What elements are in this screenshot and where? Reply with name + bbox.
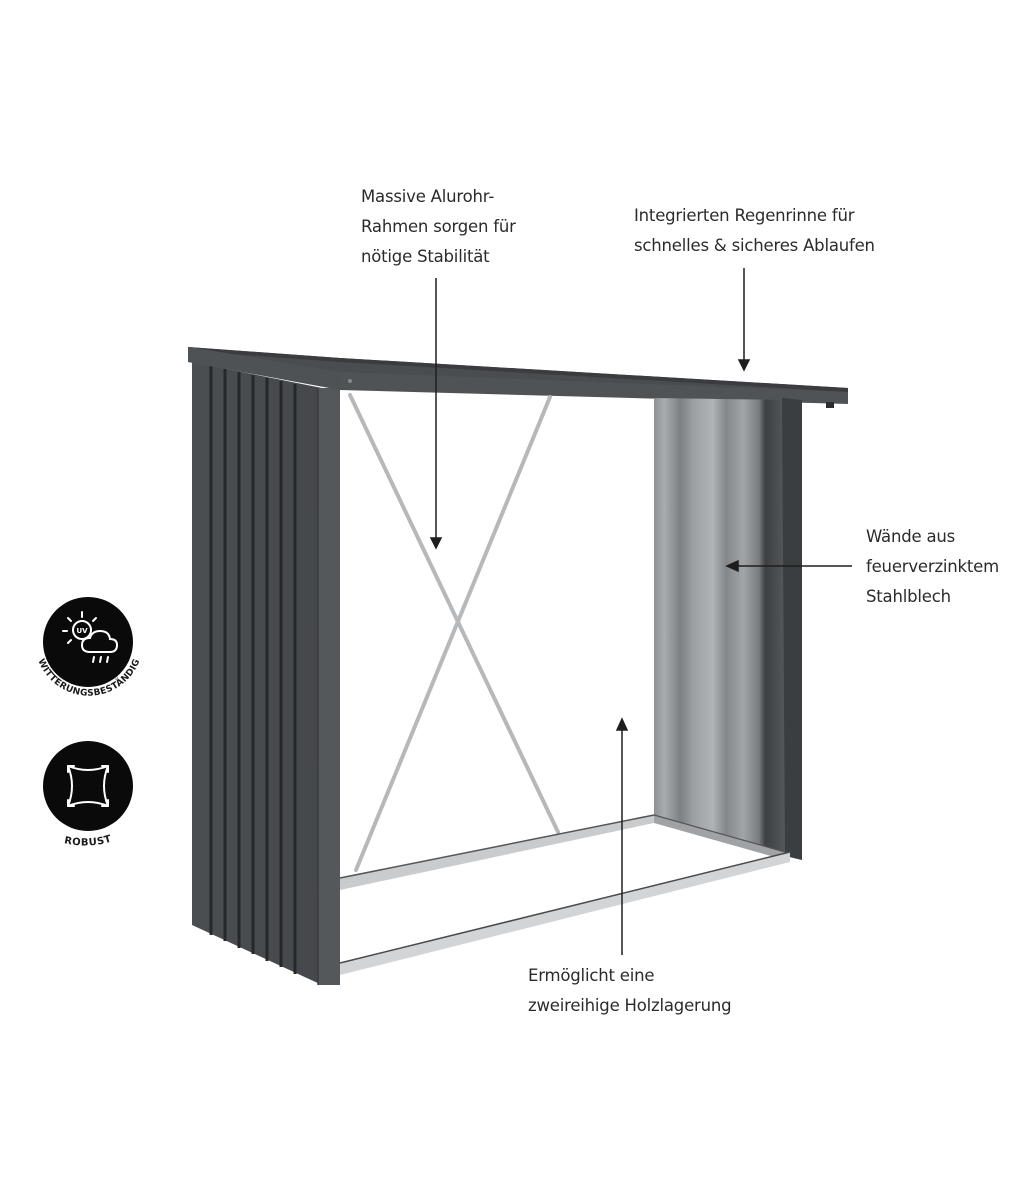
roof (188, 347, 848, 408)
badge-robust-label: ROBUST (63, 834, 112, 849)
walls-arrow-head (725, 559, 739, 573)
callout-gutter: Integrierten Regenrinne für schnelles & … (634, 201, 875, 261)
callout-storage-line-1: Ermöglicht eine (528, 966, 655, 985)
x-brace (348, 393, 560, 872)
callout-walls-line-3: Stahlblech (866, 587, 951, 606)
callout-walls: Wände aus feuerverzinktem Stahlblech (866, 522, 999, 612)
badge-robust: ROBUST (20, 738, 160, 862)
annotation-arrows (429, 268, 852, 955)
callout-storage: Ermöglicht eine zweireihige Holzlagerung (528, 961, 732, 1021)
storage-arrow-head (615, 717, 629, 731)
callout-gutter-line-2: schnelles & sicheres Ablaufen (634, 236, 875, 255)
left-side-panel (192, 362, 340, 985)
sun-uv-cloud-rain-icon (62, 611, 119, 663)
callout-walls-line-2: feuerverzinktem (866, 557, 1000, 576)
callout-frame-line-3: nötige Stabilität (361, 247, 490, 266)
right-side-wall (654, 398, 802, 860)
floor-rails (339, 814, 791, 975)
callout-frame: Massive Alurohr- Rahmen sorgen für nötig… (361, 182, 516, 272)
callout-walls-line-1: Wände aus (866, 527, 956, 546)
callout-frame-line-1: Massive Alurohr- (361, 187, 495, 206)
callout-storage-line-2: zweireihige Holzlagerung (528, 996, 732, 1015)
gutter-arrow-head (737, 359, 751, 372)
stretch-square-arrows-icon (67, 765, 109, 807)
uv-text: UV (76, 627, 88, 635)
callout-gutter-line-1: Integrierten Regenrinne für (634, 206, 855, 225)
frame-arrow-head (429, 537, 443, 550)
badge-weather-resistant: UV WITTERUNGSBESTÄNDIG (20, 592, 160, 716)
callout-frame-line-2: Rahmen sorgen für (361, 217, 516, 236)
svg-text:ROBUST: ROBUST (63, 834, 113, 849)
